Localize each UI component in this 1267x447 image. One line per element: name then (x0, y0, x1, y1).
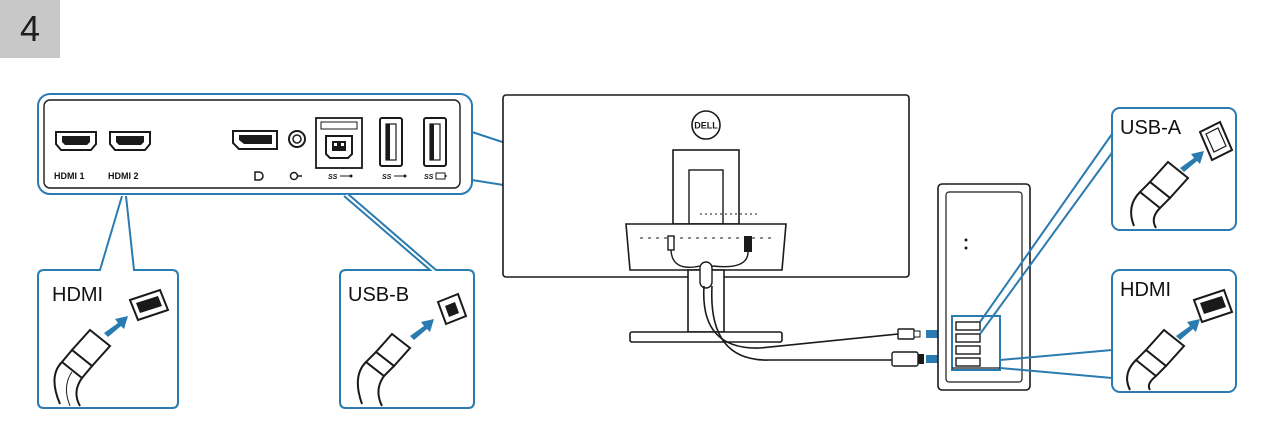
hdmi-left-label: HDMI (52, 284, 103, 306)
hdmi-cable-plug-right-icon (1126, 328, 1186, 391)
port-panel: HDMI 1 HDMI 2 (37, 93, 473, 195)
pc-indicator-1 (964, 238, 968, 242)
port-panel-frame (37, 93, 473, 195)
insert-arrow-usb-a-icon (1180, 151, 1204, 172)
battery-charging-icon (435, 172, 447, 180)
usb-b-port-icon (315, 117, 363, 169)
displayport-symbol-icon (254, 171, 264, 181)
dell-logo: DELL (691, 110, 721, 140)
pc-tower (937, 183, 1031, 391)
step-number-badge: 4 (0, 0, 60, 58)
stand-neck-upper (672, 149, 740, 225)
hdmi-right-label: HDMI (1120, 279, 1171, 301)
hdmi-2-port-icon (109, 131, 151, 151)
hdmi-port-socket-icon (128, 288, 170, 322)
hdmi-1-label: HDMI 1 (54, 171, 85, 181)
step-number: 4 (19, 8, 41, 49)
insert-arrow-icon-2 (410, 319, 434, 340)
monitor-hdmi-connector-icon (744, 236, 752, 252)
usb-a-port-2-label: SS (424, 174, 434, 181)
usb-a-port-1-label: SS (382, 174, 392, 181)
usb-a-port-1-symbol-icon (394, 174, 407, 178)
cable-clip (699, 261, 713, 289)
pc-leader-lines (979, 133, 1115, 379)
usb-a-callout: USB-A (1111, 107, 1237, 231)
hdmi-cable-plug-icon (53, 328, 112, 407)
stand-base (629, 331, 783, 343)
usb-a-port-1-icon (379, 117, 403, 167)
usb-a-plug-icon (897, 328, 921, 340)
usb-b-cable-plug-icon (356, 332, 412, 407)
usb-a-label: USB-A (1120, 117, 1182, 139)
hdmi-cable-run (710, 285, 892, 361)
usb-a-port-2-icon (423, 117, 447, 167)
hdmi-1-port-icon (55, 131, 97, 151)
usb-b-port-label: SS (328, 174, 338, 181)
pc-port-stack (955, 321, 981, 367)
insert-arrow-icon (104, 316, 128, 337)
usb-b-socket-icon (436, 292, 468, 326)
displayport-icon (232, 130, 278, 150)
cables-to-pc (703, 285, 946, 367)
monitor-back-view: DELL (502, 94, 910, 343)
hdmi-socket-right-icon (1192, 288, 1234, 324)
usb-a-cable-plug-icon (1130, 160, 1190, 229)
usb-a-socket-icon (1198, 120, 1234, 162)
cable-loop-left (670, 249, 701, 268)
pc-indicator-2 (964, 246, 968, 250)
monitor-usb-connector-icon (667, 235, 675, 251)
cable-loop-right (711, 251, 749, 268)
hdmi-2-label: HDMI 2 (108, 171, 139, 181)
hdmi-right-callout: HDMI (1111, 269, 1237, 393)
port-panel-inner (43, 99, 461, 189)
pc-case-inner (945, 191, 1023, 383)
insert-arrow-hdmi-right-icon (1176, 319, 1200, 340)
dell-logo-text: DELL (694, 121, 718, 131)
usb-b-symbol-icon (340, 174, 353, 178)
usb-b-callout: USB-B (339, 193, 475, 409)
usb-cable-run (703, 285, 899, 349)
headphone-symbol-icon (289, 171, 302, 181)
usb-b-label: USB-B (348, 284, 409, 306)
hdmi-left-callout: HDMI (37, 195, 179, 409)
hdmi-plug-icon (891, 351, 924, 367)
audio-jack-icon (288, 130, 306, 148)
